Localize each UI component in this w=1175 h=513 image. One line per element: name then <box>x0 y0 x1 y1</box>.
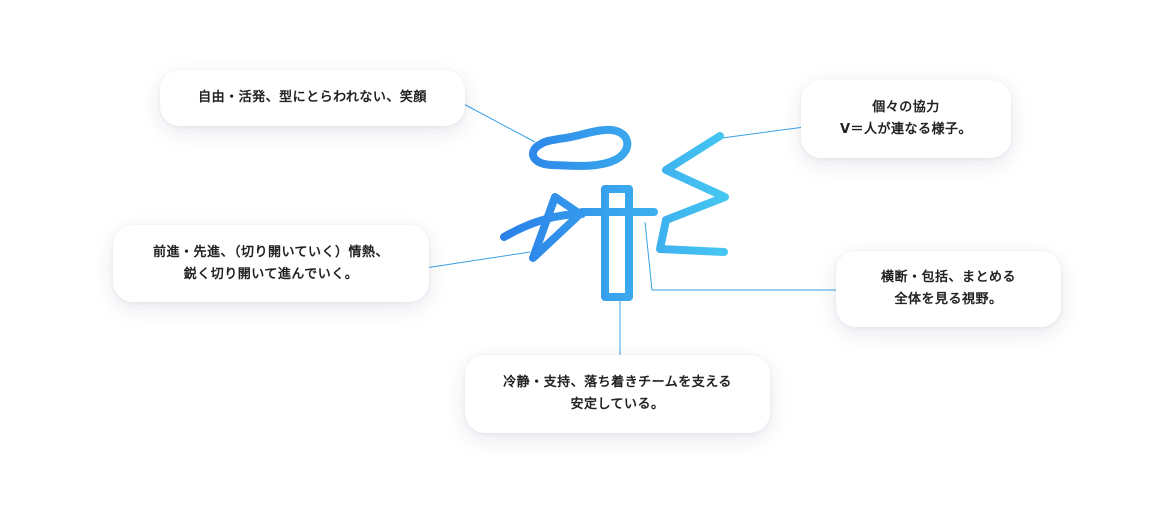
callout-forward-line-2: 鋭く切り開いて進んでいく。 <box>183 266 359 282</box>
callout-calm-line-2: 安定している。 <box>570 397 665 412</box>
callout-joy: 自由・活発、型にとらわれない、笑顔 <box>160 70 465 126</box>
connector-joy <box>459 101 536 143</box>
logo-pillar <box>601 185 633 301</box>
connector-overview <box>644 221 846 291</box>
callout-overview-line-2: 全体を見る視野。 <box>894 292 1003 307</box>
callout-calm-line-1: 冷静・支持、落ち着きチームを支える <box>503 375 732 390</box>
callout-forward: 前進・先進、（切り開いていく）情熱、 鋭く切り開いて進んでいく。 <box>113 225 429 302</box>
connector-forward <box>411 251 531 271</box>
logo-zigzag-stroke <box>656 132 729 256</box>
callout-cooperation-line-1: 個々の協力 <box>872 100 940 115</box>
callout-cooperation-line-2: V＝人が連なる様子。 <box>839 122 973 137</box>
connector-cooperation <box>721 125 813 139</box>
logo-arrow-head <box>529 193 584 262</box>
callout-forward-line-1: 前進・先進、（切り開いていく）情熱、 <box>152 244 390 260</box>
callout-calm: 冷静・支持、落ち着きチームを支える 安定している。 <box>465 355 770 433</box>
callout-overview-line-1: 横断・包括、まとめる <box>880 270 1016 285</box>
callout-overview: 横断・包括、まとめる 全体を見る視野。 <box>836 251 1061 327</box>
logo-loop-stroke <box>528 125 632 170</box>
callout-joy-line-1: 自由・活発、型にとらわれない、笑顔 <box>198 90 427 105</box>
callout-cooperation: 個々の協力 V＝人が連なる様子。 <box>801 80 1011 158</box>
